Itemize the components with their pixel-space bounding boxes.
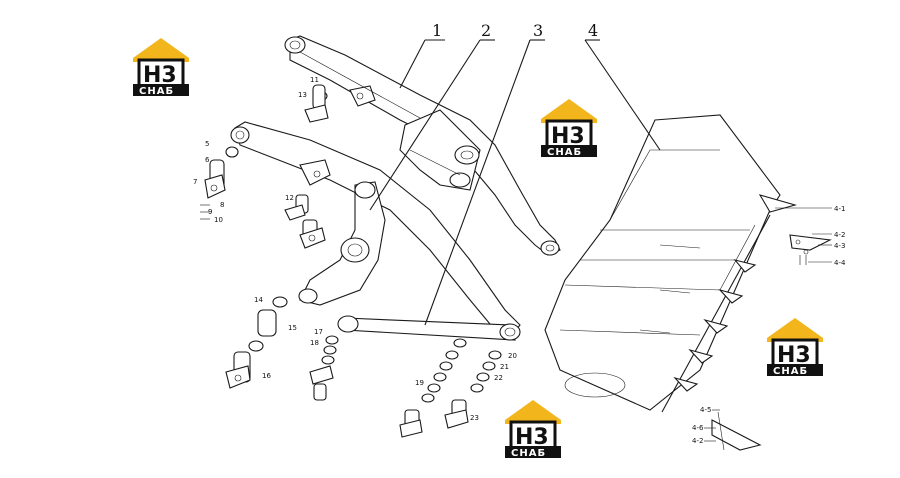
label-15: 15: [288, 324, 297, 332]
label-7: 7: [193, 178, 197, 186]
watermark-logo-1: H3 CHAБ: [133, 38, 189, 97]
label-22: 22: [494, 374, 503, 382]
bell-crank: [298, 181, 386, 306]
label-17: 17: [314, 328, 323, 336]
label-19: 19: [415, 379, 424, 387]
watermark-logo-3: H3 CHAБ: [767, 318, 823, 377]
part-labels: 4-1 4-2 4-3 4-4 4-5 4-6 4-2 5 6 7 8 9 10…: [193, 76, 846, 445]
label-18: 18: [310, 339, 319, 347]
label-13: 13: [298, 91, 307, 99]
label-23: 23: [470, 414, 479, 422]
callout-4: 4: [588, 21, 598, 40]
left-pin-stack: [200, 84, 329, 389]
label-4-4: 4-4: [834, 259, 846, 267]
label-10: 10: [214, 216, 223, 224]
label-21: 21: [500, 363, 509, 371]
bucket-teeth: [673, 194, 798, 392]
tooth-detail-bottom: [711, 411, 762, 451]
svg-text:CHAБ: CHAБ: [773, 366, 808, 377]
leader-lines: [369, 39, 661, 326]
label-8: 8: [220, 201, 224, 209]
tooth-detail-right: [789, 234, 832, 265]
svg-text:H3: H3: [515, 425, 549, 450]
svg-text:CHAБ: CHAБ: [139, 86, 174, 97]
svg-text:H3: H3: [551, 124, 585, 149]
label-4-3: 4-3: [834, 242, 845, 250]
label-14: 14: [254, 296, 263, 304]
label-11: 11: [310, 76, 319, 84]
boom-arm-upper: [284, 35, 561, 256]
svg-text:CHAБ: CHAБ: [547, 147, 582, 158]
label-16: 16: [262, 372, 271, 380]
centre-pin-stack: [309, 335, 502, 438]
svg-text:CHAБ: CHAБ: [511, 448, 546, 459]
svg-text:H3: H3: [777, 343, 811, 368]
callout-2: 2: [481, 21, 491, 40]
watermark-logo-4: H3 CHAБ: [505, 400, 561, 459]
callout-3: 3: [533, 21, 543, 40]
label-5: 5: [205, 140, 209, 148]
label-12: 12: [285, 194, 294, 202]
label-4-1: 4-1: [834, 205, 845, 213]
cross-frame: [399, 109, 481, 191]
label-9: 9: [208, 208, 212, 216]
label-4-6: 4-6: [692, 424, 704, 432]
bucket-ribs: [639, 244, 701, 334]
svg-text:H3: H3: [143, 63, 177, 88]
watermark-logo-2: H3 CHAБ: [541, 99, 597, 158]
callout-1: 1: [432, 21, 442, 40]
label-4-2: 4-2: [834, 231, 845, 239]
link-rod: [337, 315, 521, 341]
label-4-5: 4-5: [700, 406, 711, 414]
label-4-2b: 4-2: [692, 437, 703, 445]
label-20: 20: [508, 352, 517, 360]
label-6: 6: [205, 156, 210, 164]
bucket: [544, 114, 798, 413]
